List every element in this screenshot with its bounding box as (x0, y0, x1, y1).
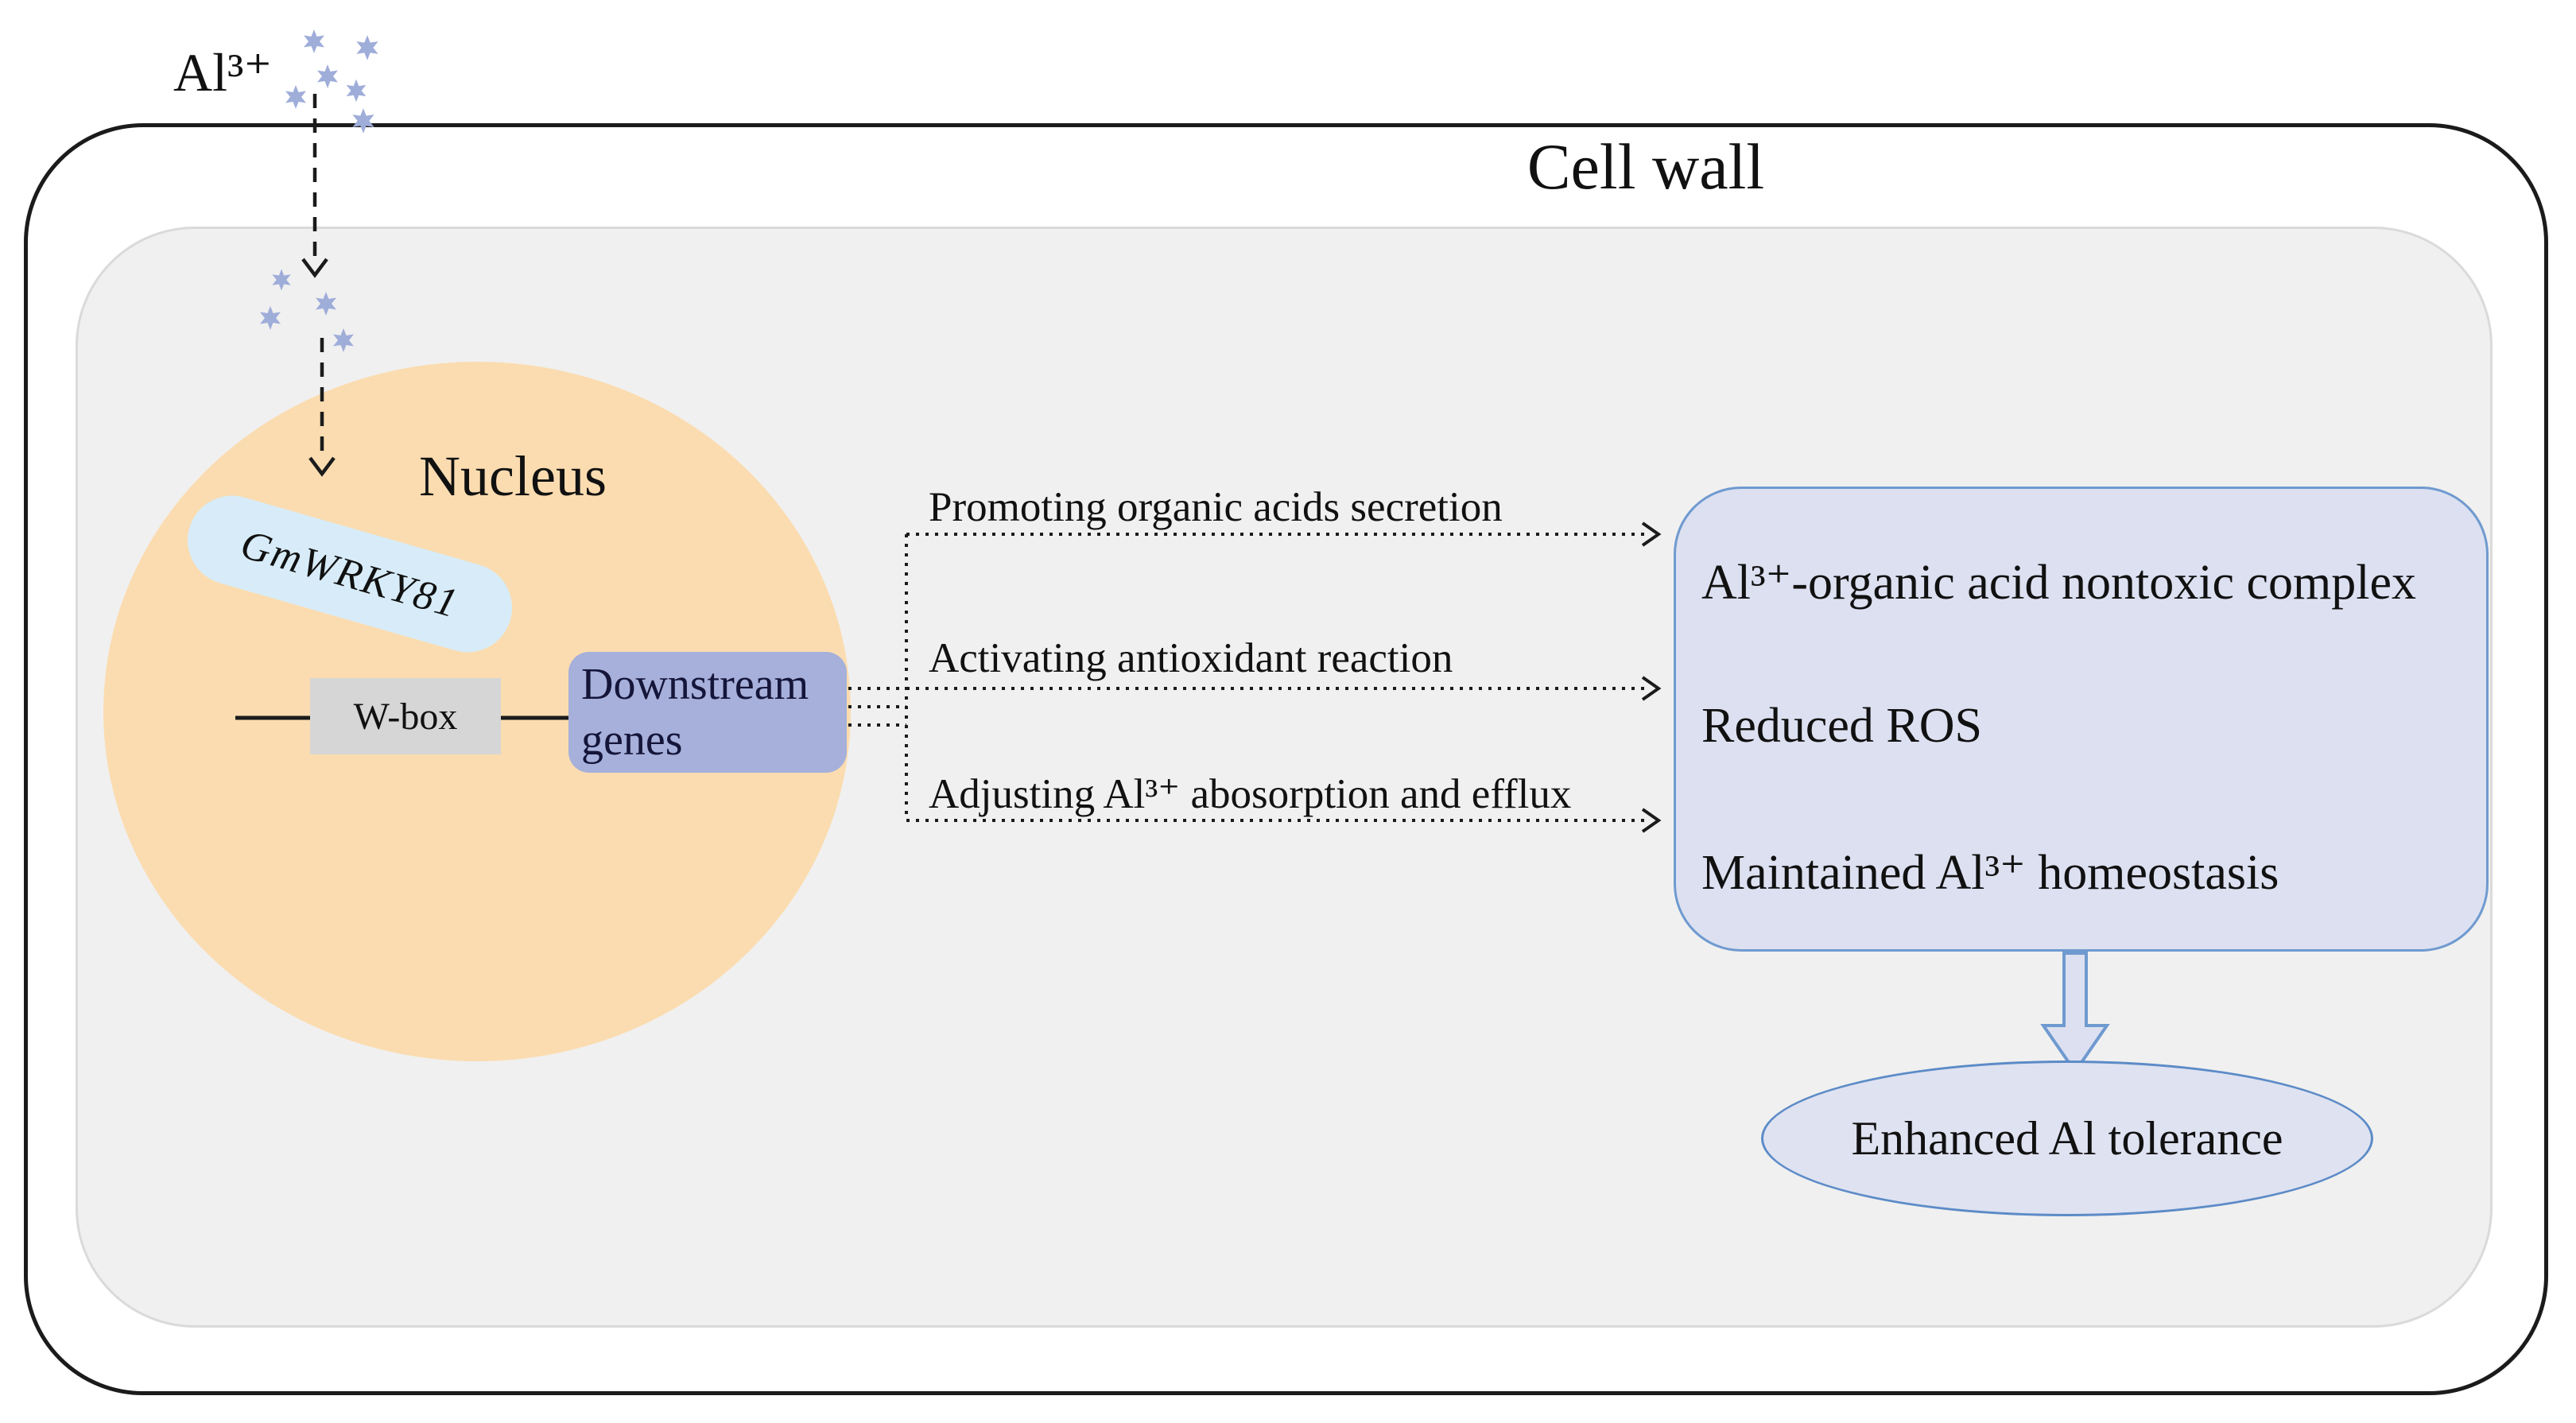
outcome-reduced-ros: Reduced ROS (1701, 699, 1983, 753)
downstream-genes-box: Downstream genes (568, 652, 847, 773)
cell-wall-title: Cell wall (1527, 130, 1765, 203)
al-ion-label: Al³⁺ (173, 42, 273, 103)
result-ellipse: Enhanced Al tolerance (1761, 1060, 2373, 1216)
nucleus-title: Nucleus (419, 444, 607, 508)
outcome-al-homeostasis: Maintained Al³⁺ homeostasis (1701, 846, 2279, 900)
al-ion-stars-outside-icon (285, 29, 378, 134)
pathway-label-organic-acids: Promoting organic acids secretion (929, 484, 1503, 530)
pathway-label-absorption-efflux: Adjusting Al³⁺ abosorption and efflux (929, 771, 1572, 817)
outcome-nontoxic-complex: Al³⁺-organic acid nontoxic complex (1701, 556, 2416, 610)
outcomes-box (1674, 487, 2489, 952)
pathway-label-antioxidant: Activating antioxidant reaction (929, 635, 1453, 681)
wbox-element: W-box (310, 678, 501, 754)
